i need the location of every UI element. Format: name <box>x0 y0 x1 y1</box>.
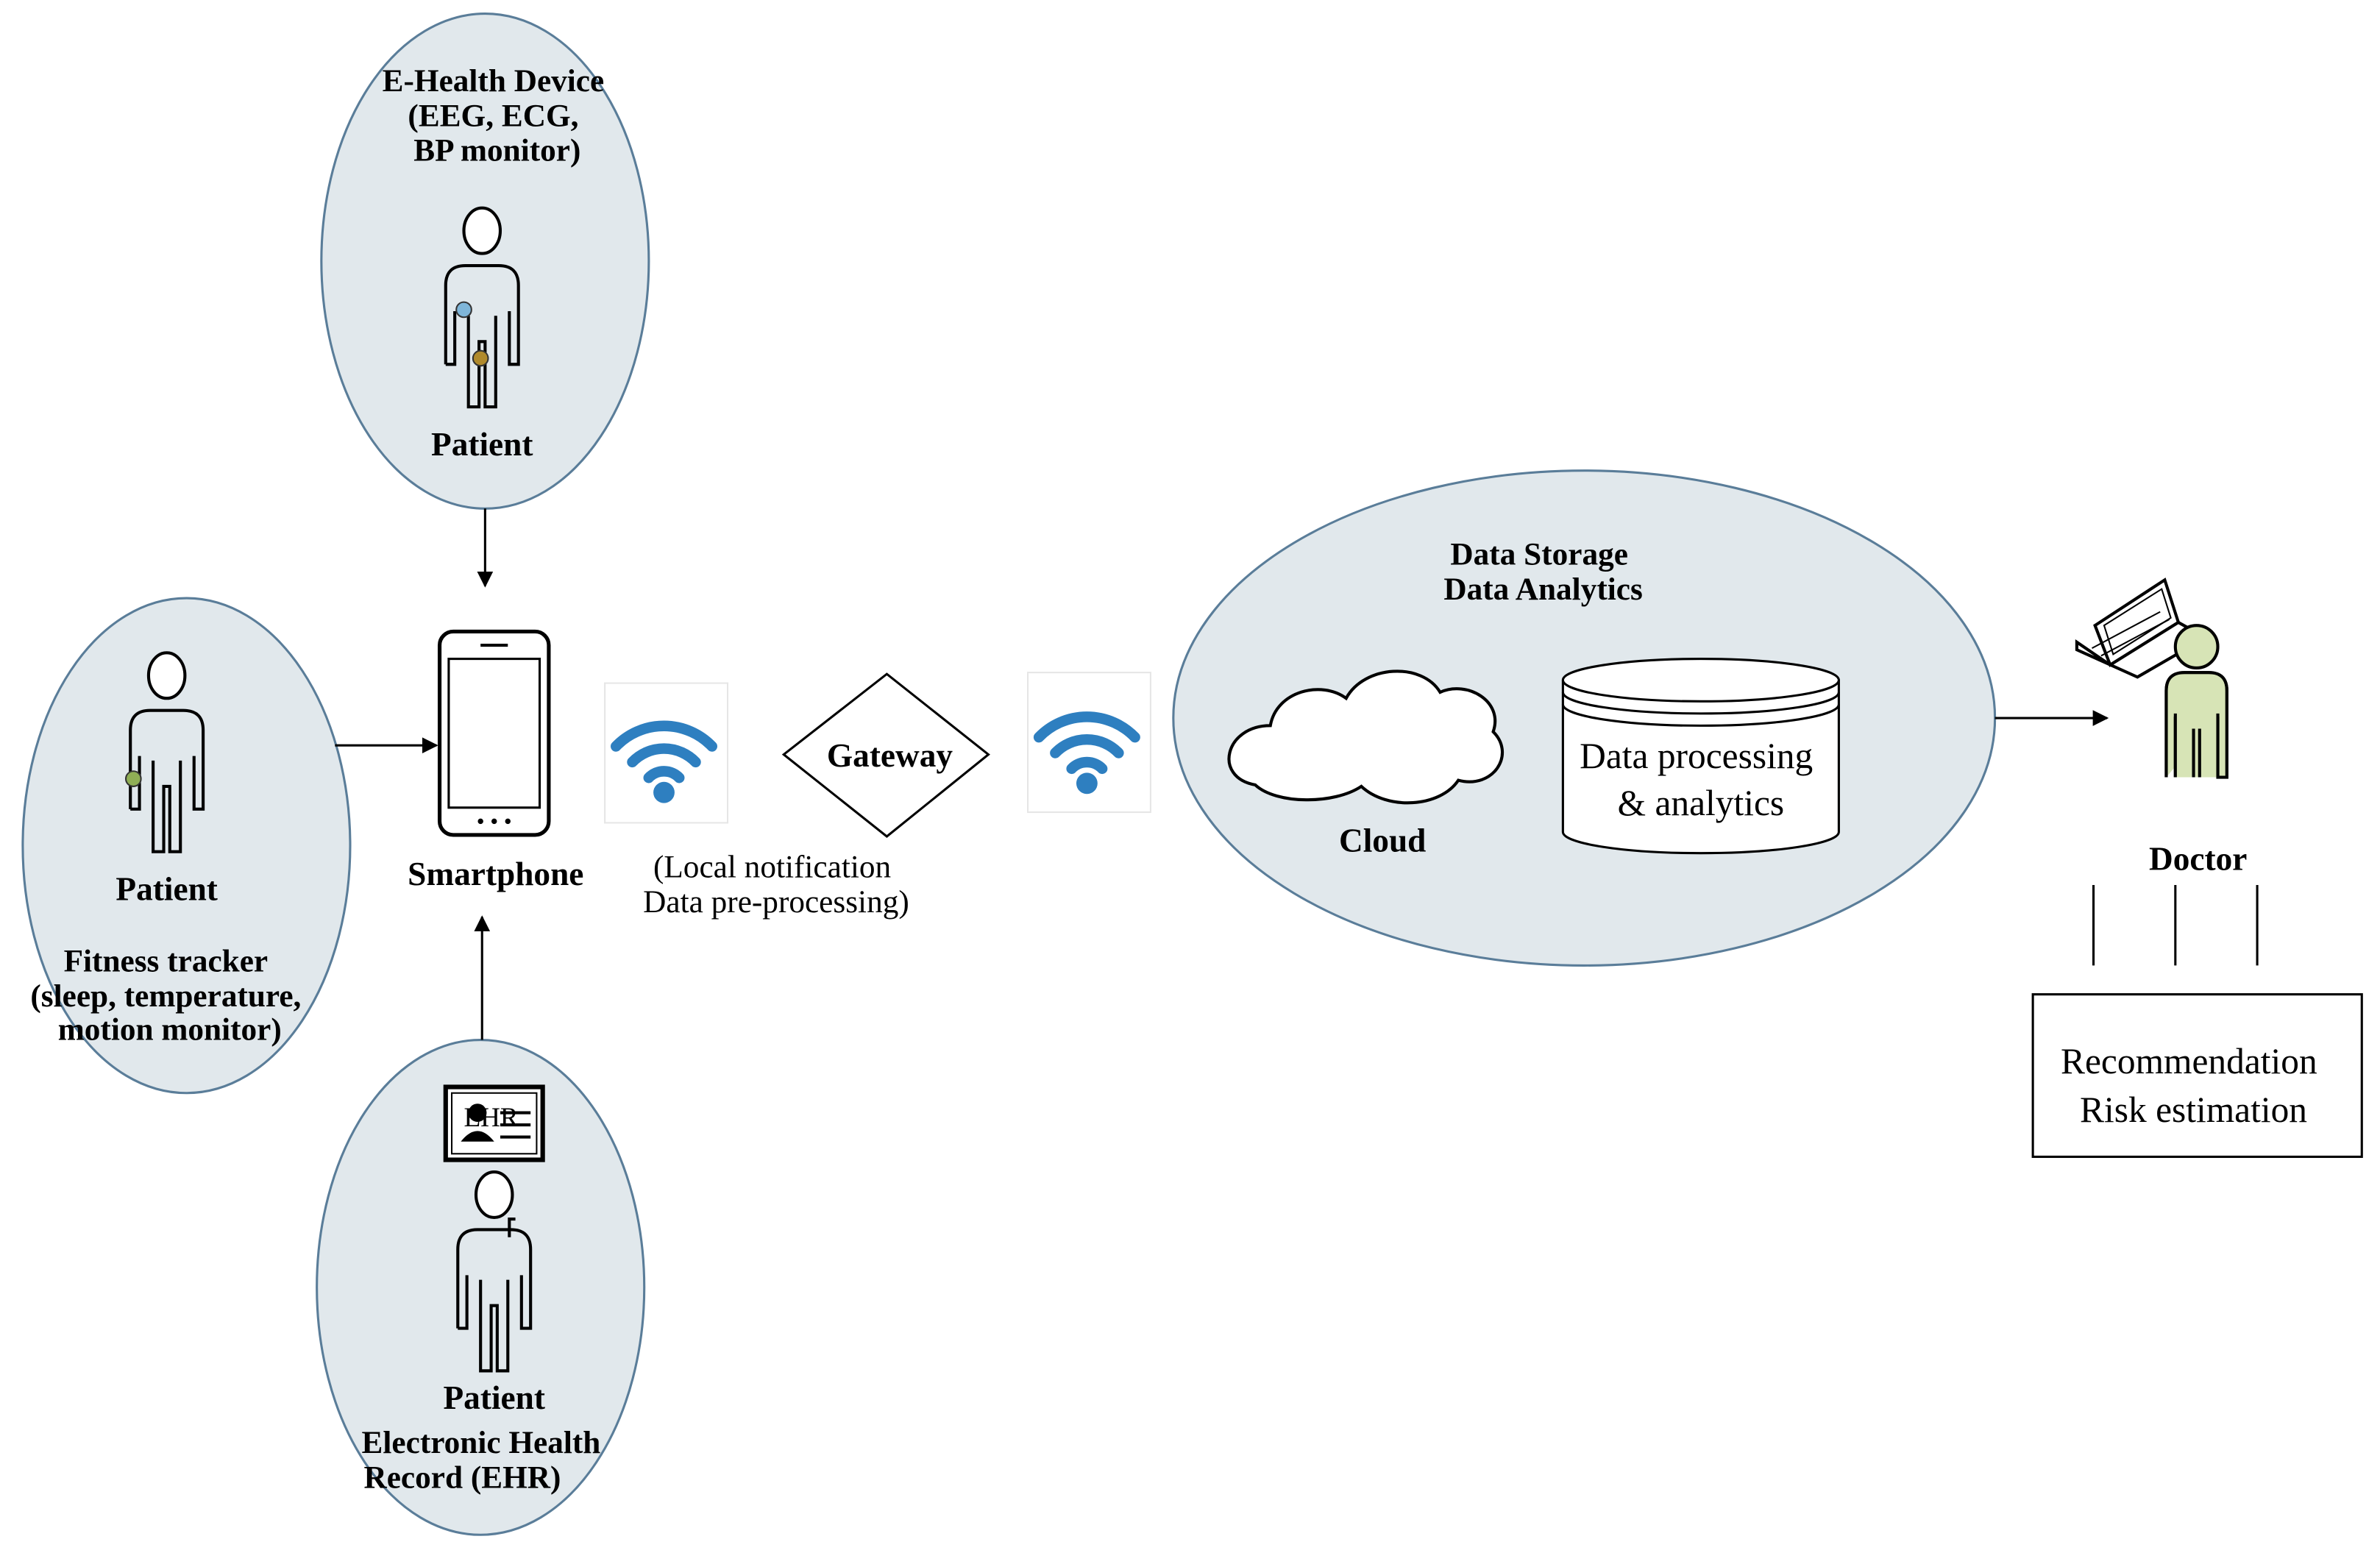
db-label-analytics: & analytics <box>1618 783 1785 823</box>
doctor-node: Doctor Recommendation Risk estimation <box>2031 578 2363 1158</box>
wifi-icon <box>604 682 729 824</box>
fitness-bubble <box>21 597 352 1095</box>
fitness-tracker-title: Fitness tracker <box>64 944 269 979</box>
svg-text:E-Health Device (EEG, EC: E-Health Device (EEG, ECG, BP monitor) <box>383 63 612 168</box>
ehr-patient-label: Patient <box>443 1379 544 1416</box>
patient-icon <box>124 651 205 853</box>
ehr-node: EHR Patient Electronic Health Record (EH… <box>316 1038 646 1536</box>
gateway-note-notification: (Local notification <box>653 850 891 885</box>
gateway-node: Gateway (Local notification Data pre-pro… <box>643 672 990 920</box>
fitness-tracker-metrics: (sleep, temperature, <box>30 978 301 1014</box>
svg-text:Fitness tracker (sleep,: Fitness tracker (sleep, temperature, mot… <box>30 944 309 1048</box>
ehealth-patient-label: Patient <box>431 426 533 463</box>
ehealth-device-node: E-Health Device (EEG, ECG, BP monitor) P… <box>320 13 650 510</box>
fitness-patient-label: Patient <box>116 871 217 908</box>
ehr-card-text: EHR <box>464 1103 519 1133</box>
doctor-output-connectors <box>2092 885 2259 966</box>
wifi-icon <box>1026 672 1151 814</box>
smartphone-label: Smartphone <box>408 856 583 892</box>
risk-estimation-text: Risk estimation <box>2080 1090 2307 1130</box>
bp-sensor-icon <box>472 349 489 367</box>
gateway-note-preprocessing: Data pre-processing) <box>643 884 909 920</box>
doctor-output-box <box>2031 993 2363 1158</box>
doctor-icon <box>2164 624 2228 779</box>
svg-text:(Local notification Data: (Local notification Data pre-processing) <box>643 850 909 920</box>
database-icon <box>1561 658 1840 855</box>
ehealth-device-title: E-Health Device <box>383 63 605 99</box>
smartphone-node: Smartphone <box>408 629 583 892</box>
patient-icon <box>456 1170 533 1373</box>
wrist-tracker-icon <box>124 770 142 787</box>
ehealth-device-sensors: (EEG, ECG, <box>408 98 578 133</box>
ehr-card-icon: EHR <box>443 1084 545 1162</box>
cloud-icon <box>1227 669 1504 805</box>
fitness-tracker-monitor: motion monitor) <box>58 1012 282 1047</box>
svg-text:Data processing & analyt: Data processing & analytics <box>1580 736 1822 823</box>
gateway-label: Gateway <box>827 737 953 774</box>
svg-text:Recommendation Risk esti: Recommendation Risk estimation <box>2061 1041 2326 1130</box>
ehealth-device-monitor: BP monitor) <box>413 133 580 168</box>
svg-text:Data Storage Data Analyt: Data Storage Data Analytics <box>1443 537 1642 607</box>
svg-text:Electronic Health Record: Electronic Health Record (EHR) <box>362 1425 609 1495</box>
doctor-label: Doctor <box>2149 840 2247 877</box>
smartphone-icon <box>437 629 551 837</box>
data-storage-title: Data Storage <box>1450 537 1628 572</box>
ecg-sensor-icon <box>455 301 472 319</box>
ehr-record-abbrev: Record (EHR) <box>363 1460 561 1495</box>
fitness-tracker-node: Patient Fitness tracker (sleep, temperat… <box>21 597 352 1095</box>
db-label-processing: Data processing <box>1580 736 1813 776</box>
cloud-platform-node: Data Storage Data Analytics Cloud Data p… <box>1172 469 1997 967</box>
recommendation-text: Recommendation <box>2061 1041 2317 1081</box>
cloud-label: Cloud <box>1339 822 1426 859</box>
data-analytics-title: Data Analytics <box>1443 572 1642 607</box>
gateway-diamond <box>781 672 990 838</box>
ehr-record-title: Electronic Health <box>362 1425 601 1460</box>
patient-icon <box>444 206 520 409</box>
